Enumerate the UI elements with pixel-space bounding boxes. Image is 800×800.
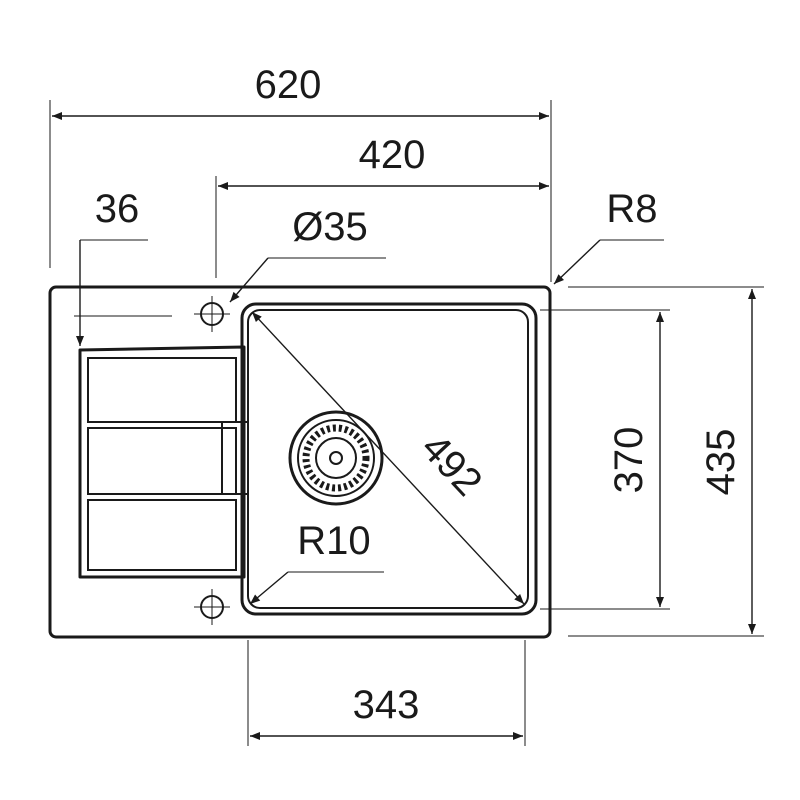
sink-outline: [48, 285, 552, 639]
dimension-label-620: 620: [255, 63, 322, 107]
dimension-label-36: 36: [95, 187, 140, 231]
dimension-overall-depth: 435: [568, 286, 764, 637]
dimension-drainer-offset: 36: [74, 187, 172, 346]
dimension-label-o35: Ø35: [292, 205, 368, 249]
dimension-label-370: 370: [607, 427, 651, 494]
dimension-bowl-corner-radius: R10: [249, 519, 384, 605]
tap-hole-crosshair-icon: [194, 296, 230, 332]
dimension-corner-radius-outer: R8: [553, 187, 664, 285]
dimension-bowl-area-width: 420: [215, 133, 549, 278]
dimension-bowl-depth: 370: [540, 309, 670, 610]
drain-strainer-icon: [288, 410, 384, 506]
dimension-label-420: 420: [359, 133, 426, 177]
dimension-label-343: 343: [353, 683, 420, 727]
dimension-label-r10: R10: [297, 519, 370, 563]
drainer-area: [78, 345, 249, 579]
dimension-bowl-width: 343: [247, 640, 526, 746]
tap-hole-crosshair-icon: [194, 589, 230, 625]
dimension-overall-width: 620: [49, 63, 552, 282]
dimension-label-435: 435: [699, 429, 743, 496]
dimension-label-492: 492: [413, 426, 491, 505]
dimension-tap-hole-diameter: Ø35: [229, 205, 386, 303]
dimension-bowl-diagonal: 492: [251, 311, 525, 605]
dimension-label-r8: R8: [606, 187, 657, 231]
